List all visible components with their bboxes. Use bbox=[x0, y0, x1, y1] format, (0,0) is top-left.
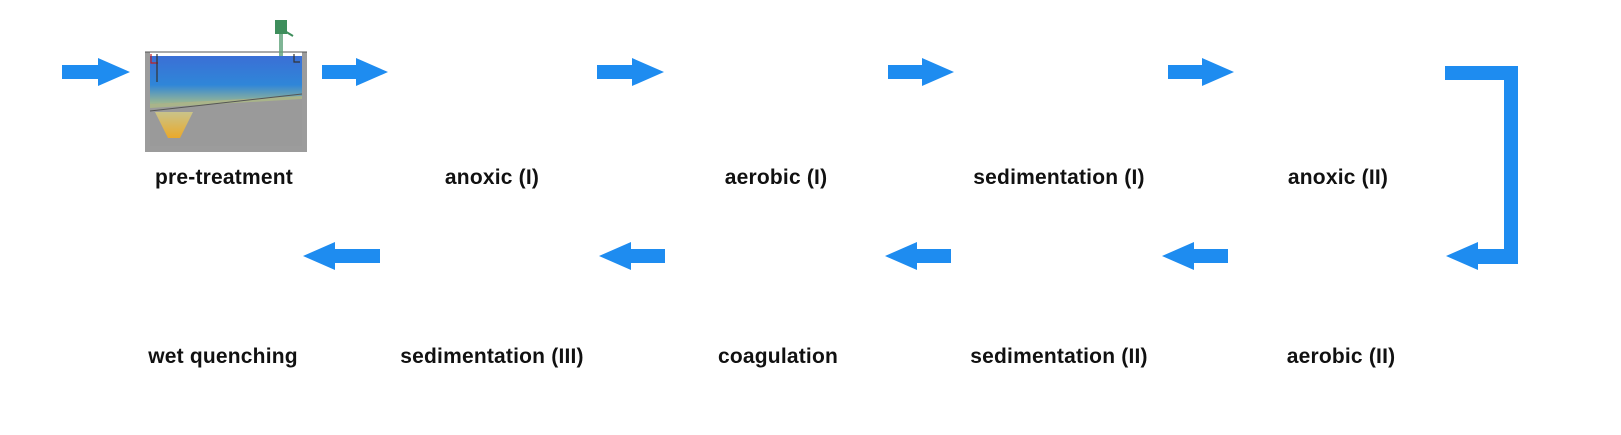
arrow-anoxic1-to-aerobic1 bbox=[597, 58, 664, 86]
arrow-inlet bbox=[62, 58, 130, 86]
arrow-sed3-to-quenching bbox=[303, 242, 380, 270]
arrow-pretreatment-to-anoxic1 bbox=[322, 58, 388, 86]
flow-arrows bbox=[62, 58, 1518, 270]
tank-pre-treatment bbox=[145, 20, 307, 152]
arrow-sed2-to-coagulation bbox=[885, 242, 951, 270]
arrow-aerobic1-to-sed1 bbox=[888, 58, 954, 86]
stage-label-pre-treatment: pre-treatment bbox=[155, 166, 293, 189]
stage-label-anoxic-2: anoxic (II) bbox=[1287, 166, 1389, 189]
stage-label-aerobic-2: aerobic (II) bbox=[1286, 345, 1396, 368]
stage-label-coagulation: coagulation bbox=[717, 345, 839, 368]
arrow-anoxic2-to-aerobic2 bbox=[1445, 66, 1518, 270]
stage-label-sedimentation-2: sedimentation (II) bbox=[970, 345, 1148, 368]
stage-label-anoxic-1: anoxic (I) bbox=[444, 166, 540, 189]
arrow-coagulation-to-sed3 bbox=[599, 242, 665, 270]
arrow-sed1-to-anoxic2 bbox=[1168, 58, 1234, 86]
stage-label-wet-quenching: wet quenching bbox=[148, 345, 298, 368]
stage-label-sedimentation-3: sedimentation (III) bbox=[400, 345, 584, 368]
pump-icon bbox=[275, 20, 294, 56]
stage-label-sedimentation-1: sedimentation (I) bbox=[973, 166, 1145, 189]
arrow-aerobic2-to-sed2 bbox=[1162, 242, 1228, 270]
stage-label-aerobic-1: aerobic (I) bbox=[724, 166, 828, 189]
